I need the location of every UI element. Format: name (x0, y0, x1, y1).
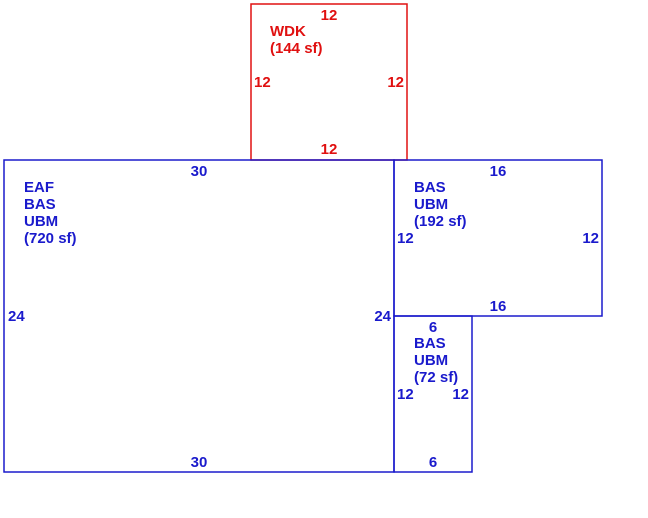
main-dim-right: 24 (374, 308, 391, 325)
right-lower-area: (72 sf) (414, 369, 458, 386)
right-upper-dim-bottom: 16 (490, 298, 507, 315)
right-upper-area: (192 sf) (414, 213, 467, 230)
main-dim-top: 30 (191, 163, 208, 180)
main-area: (720 sf) (24, 230, 77, 247)
deck-dim-bottom: 12 (321, 141, 338, 158)
area-main: EAF BAS UBM (720 sf) 30 24 24 30 (3, 159, 395, 473)
main-code-1: EAF (24, 179, 54, 196)
area-deck: WDK (144 sf) 12 12 12 12 (250, 3, 408, 161)
area-right-upper: BAS UBM (192 sf) 16 12 12 16 (393, 159, 603, 317)
right-lower-code-1: BAS (414, 335, 446, 352)
main-code-2: BAS (24, 196, 56, 213)
main-code-3: UBM (24, 213, 58, 230)
right-lower-outline (393, 315, 473, 473)
deck-dim-top: 12 (321, 7, 338, 24)
right-upper-dim-top: 16 (490, 163, 507, 180)
right-lower-dim-bottom: 6 (429, 454, 437, 471)
right-upper-outline (393, 159, 603, 317)
main-dim-left: 24 (8, 308, 25, 325)
deck-code: WDK (270, 23, 306, 40)
deck-dim-right: 12 (387, 74, 404, 91)
right-lower-code-2: UBM (414, 352, 448, 369)
deck-area: (144 sf) (270, 40, 323, 57)
right-lower-dim-right: 12 (452, 386, 469, 403)
right-lower-dim-top: 6 (429, 319, 437, 336)
deck-dim-left: 12 (254, 74, 271, 91)
main-outline (3, 159, 395, 473)
area-right-lower: 6 BAS UBM (72 sf) 12 12 6 (393, 315, 473, 473)
right-upper-dim-left: 12 (397, 230, 414, 247)
right-upper-code-1: BAS (414, 179, 446, 196)
main-dim-bottom: 30 (191, 454, 208, 471)
right-lower-dim-left: 12 (397, 386, 414, 403)
right-upper-code-2: UBM (414, 196, 448, 213)
right-upper-dim-right: 12 (582, 230, 599, 247)
